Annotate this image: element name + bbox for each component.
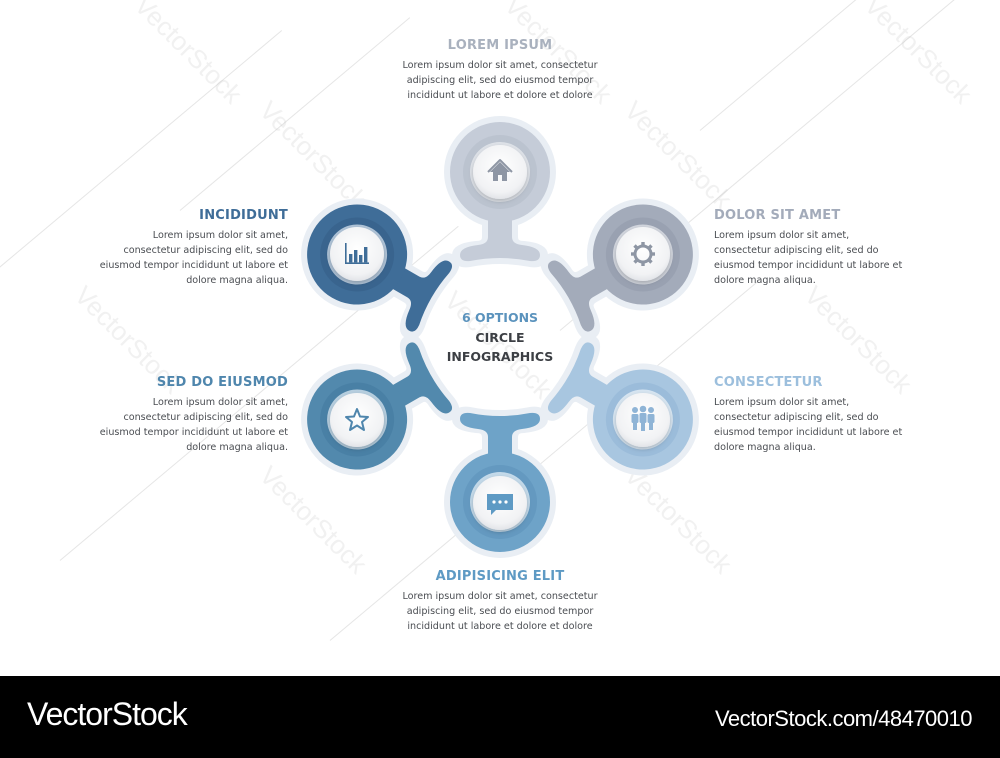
option-title: DOLOR SIT AMET bbox=[714, 208, 841, 223]
description-line: consectetur adipiscing elit, sed do bbox=[714, 245, 879, 256]
center-title-line3: INFOGRAPHICS bbox=[446, 349, 554, 364]
footer-bar: VectorStock VectorStock.com/48470010 bbox=[0, 676, 1000, 758]
description-line: dolore magna aliqua. bbox=[186, 442, 288, 453]
option-description: Lorem ipsum dolor sit amet, consectetur … bbox=[714, 395, 914, 455]
description-line: adipiscing elit, sed do eiusmod tempor bbox=[406, 606, 594, 617]
description-line: eiusmod tempor incididunt ut labore et bbox=[714, 260, 903, 271]
description-line: consectetur adipiscing elit, sed do bbox=[123, 412, 288, 423]
option-description: Lorem ipsum dolor sit amet, consectetur … bbox=[88, 228, 288, 288]
option-disc-lower-left bbox=[330, 393, 384, 447]
option-disc-upper-right bbox=[616, 227, 670, 281]
home-icon bbox=[487, 159, 513, 181]
chat-icon bbox=[487, 494, 513, 515]
center-title-line1: 6 OPTIONS bbox=[461, 310, 539, 325]
description-line: dolore magna aliqua. bbox=[714, 442, 816, 453]
circle-diagram bbox=[0, 0, 1000, 676]
bar-chart-icon bbox=[345, 243, 369, 264]
option-description: Lorem ipsum dolor sit amet, consectetur … bbox=[88, 395, 288, 455]
option-disc-bottom bbox=[473, 476, 527, 530]
option-title: ADIPISICING ELIT bbox=[435, 569, 565, 584]
option-disc-lower-right bbox=[616, 393, 670, 447]
option-disc-top bbox=[473, 145, 527, 199]
option-text-upper-left: INCIDIDUNT Lorem ipsum dolor sit amet, c… bbox=[88, 208, 288, 288]
description-line: Lorem ipsum dolor sit amet, bbox=[152, 230, 288, 241]
description-line: consectetur adipiscing elit, sed do bbox=[123, 245, 288, 256]
option-description: Lorem ipsum dolor sit amet, consectetur … bbox=[714, 228, 914, 288]
description-line: Lorem ipsum dolor sit amet, bbox=[152, 397, 288, 408]
center-title-line2: CIRCLE bbox=[475, 329, 525, 345]
description-line: Lorem ipsum dolor sit amet, consectetur bbox=[402, 60, 598, 71]
description-line: eiusmod tempor incididunt ut labore et bbox=[714, 427, 903, 438]
option-text-bottom: ADIPISICING ELIT Lorem ipsum dolor sit a… bbox=[400, 569, 600, 634]
option-text-lower-left: SED DO EIUSMOD Lorem ipsum dolor sit ame… bbox=[88, 375, 288, 455]
option-text-top: LOREM IPSUM Lorem ipsum dolor sit amet, … bbox=[400, 38, 600, 103]
option-text-lower-right: CONSECTETUR Lorem ipsum dolor sit amet, … bbox=[714, 375, 914, 455]
description-line: dolore magna aliqua. bbox=[186, 275, 288, 286]
star-icon bbox=[345, 408, 369, 431]
option-text-upper-right: DOLOR SIT AMET Lorem ipsum dolor sit ame… bbox=[714, 208, 914, 288]
description-line: incididunt ut labore et dolore et dolore bbox=[407, 621, 593, 632]
gear-icon bbox=[631, 242, 655, 266]
description-line: incididunt ut labore et dolore et dolore bbox=[407, 90, 593, 101]
description-line: adipiscing elit, sed do eiusmod tempor bbox=[406, 75, 594, 86]
people-icon bbox=[631, 405, 655, 431]
image-reference: VectorStock.com/48470010 bbox=[714, 706, 973, 731]
brand-logo: VectorStock bbox=[27, 696, 188, 732]
description-line: consectetur adipiscing elit, sed do bbox=[714, 412, 879, 423]
description-line: dolore magna aliqua. bbox=[714, 275, 816, 286]
option-disc-upper-left bbox=[330, 227, 384, 281]
description-line: Lorem ipsum dolor sit amet, bbox=[714, 230, 850, 241]
option-title: LOREM IPSUM bbox=[447, 38, 553, 53]
option-description: Lorem ipsum dolor sit amet, consectetur … bbox=[400, 58, 600, 103]
option-title: SED DO EIUSMOD bbox=[156, 375, 288, 390]
option-title: CONSECTETUR bbox=[714, 375, 823, 390]
center-title: 6 OPTIONS CIRCLE INFOGRAPHICS bbox=[420, 308, 580, 367]
description-line: eiusmod tempor incididunt ut labore et bbox=[99, 260, 288, 271]
description-line: eiusmod tempor incididunt ut labore et bbox=[99, 427, 288, 438]
option-description: Lorem ipsum dolor sit amet, consectetur … bbox=[400, 589, 600, 634]
option-title: INCIDIDUNT bbox=[199, 208, 288, 223]
infographic-canvas: VectorStock VectorStock VectorStock Vect… bbox=[0, 0, 1000, 676]
description-line: Lorem ipsum dolor sit amet, consectetur bbox=[402, 591, 598, 602]
description-line: Lorem ipsum dolor sit amet, bbox=[714, 397, 850, 408]
